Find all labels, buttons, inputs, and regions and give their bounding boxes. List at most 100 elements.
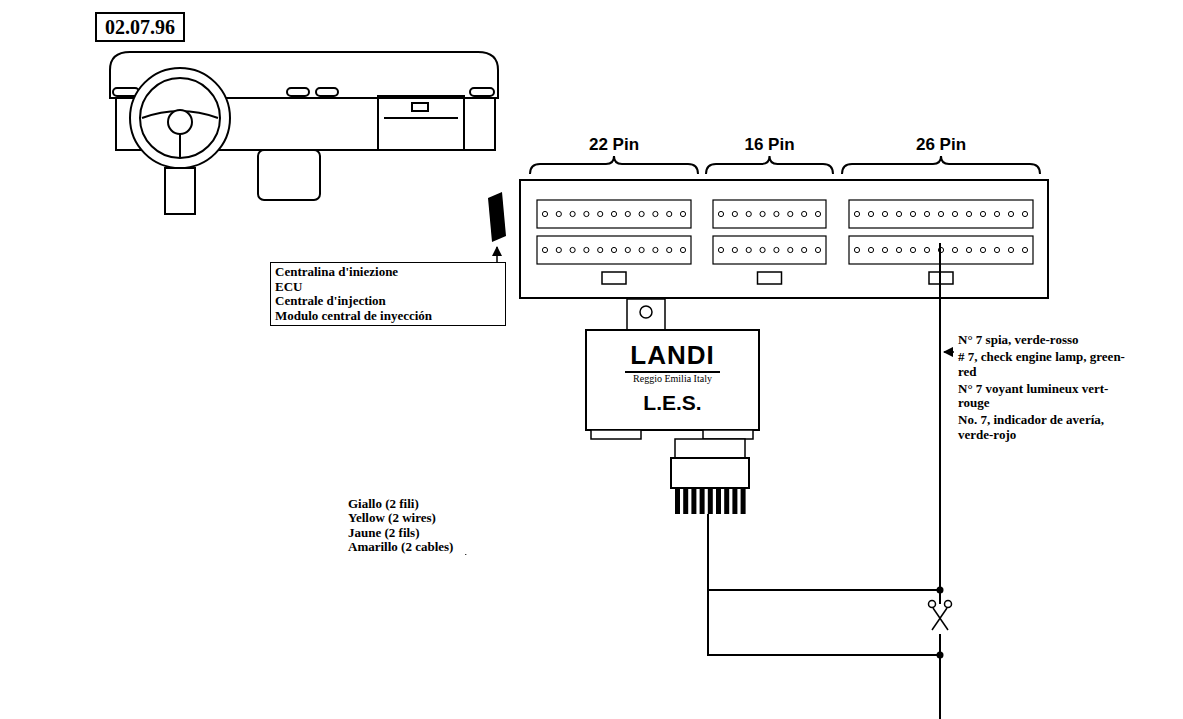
date-box: 02.07.96 <box>95 12 185 42</box>
pin <box>760 247 765 252</box>
pin-row <box>713 236 826 264</box>
brand-logo: LANDI <box>585 342 760 368</box>
pin <box>788 211 793 216</box>
latch-tab <box>602 272 626 284</box>
ecu-caption: Modulo central de inyección <box>275 309 501 324</box>
pin-row <box>713 200 826 228</box>
pin <box>611 211 616 216</box>
pin <box>584 247 589 252</box>
bracket <box>530 156 698 174</box>
pin <box>1008 211 1013 216</box>
model-name: L.E.S. <box>585 392 760 413</box>
pin <box>667 247 672 252</box>
connector-housing <box>520 180 1048 298</box>
pin-count: 26 Pin <box>842 136 1040 153</box>
pin-count: 16 Pin <box>706 136 833 153</box>
bracket <box>706 156 833 174</box>
pin-block: 26 Pin <box>842 192 1040 272</box>
pin <box>653 247 658 252</box>
pin <box>815 247 820 252</box>
pin <box>980 211 985 216</box>
wire-color-note: Yellow (2 wires) <box>348 511 498 525</box>
leader-arrow <box>944 351 954 353</box>
ecu-caption: Centrale d'injection <box>275 294 501 309</box>
bracket <box>842 156 1040 174</box>
cut-symbol <box>929 601 952 631</box>
wire-note: N° 7 voyant lumineux vert-rouge <box>958 382 1128 411</box>
pin <box>994 211 999 216</box>
pin <box>938 211 943 216</box>
wire-junction <box>937 652 944 659</box>
pin <box>732 211 737 216</box>
pin <box>910 211 915 216</box>
pin <box>910 247 915 252</box>
pin <box>854 211 859 216</box>
pin <box>542 247 547 252</box>
wire-color-note: Giallo (2 fili) <box>348 497 498 511</box>
pin-count: 22 Pin <box>530 136 698 153</box>
pin <box>639 211 644 216</box>
dashboard-illustration <box>110 52 498 214</box>
pin-row <box>537 200 691 228</box>
pin <box>667 211 672 216</box>
ecu-caption: ECU <box>275 280 501 295</box>
label-group: N° 7 spia, verde-rosso# 7, check engine … <box>958 333 1128 445</box>
pin <box>718 211 723 216</box>
pin <box>542 211 547 216</box>
connector-pins <box>537 200 1033 284</box>
latch-tab <box>758 272 782 284</box>
ecu-label-box: Centralina d'iniezioneECUCentrale d'inje… <box>270 262 506 326</box>
pin <box>924 247 929 252</box>
label-group: Giallo (2 fili)Yellow (2 wires)Jaune (2 … <box>348 497 498 554</box>
pin <box>556 247 561 252</box>
pin <box>680 247 685 252</box>
pin <box>611 247 616 252</box>
pin <box>924 211 929 216</box>
pin <box>896 211 901 216</box>
pin <box>570 211 575 216</box>
pin <box>788 247 793 252</box>
pin <box>868 247 873 252</box>
pin <box>980 247 985 252</box>
pin <box>598 247 603 252</box>
pin <box>570 247 575 252</box>
date-stamp: 02.07.96 <box>105 16 175 38</box>
pin <box>746 211 751 216</box>
wire-note: No. 7, indicador de avería, verde-rojo <box>958 413 1128 442</box>
pin-brackets <box>530 156 1040 174</box>
pin <box>718 247 723 252</box>
pin <box>653 211 658 216</box>
pin <box>1008 247 1013 252</box>
pin <box>994 247 999 252</box>
pin <box>625 211 630 216</box>
pin <box>882 247 887 252</box>
pin <box>882 211 887 216</box>
pin-row <box>537 236 691 264</box>
wire-note: # 7, check engine lamp, green-red <box>958 350 1128 379</box>
pin <box>952 211 957 216</box>
wire-color-note: Amarillo (2 cables) <box>348 540 498 554</box>
pin <box>966 211 971 216</box>
pin <box>815 211 820 216</box>
pin <box>952 247 957 252</box>
pin <box>556 211 561 216</box>
pin <box>854 247 859 252</box>
ecu-caption: Centralina d'iniezione <box>275 265 501 280</box>
pin <box>802 247 807 252</box>
pin <box>680 211 685 216</box>
pin <box>598 211 603 216</box>
pin <box>868 211 873 216</box>
brand-address: Reggio Emilia Italy <box>585 374 760 384</box>
pin <box>760 211 765 216</box>
les-module: LANDI Reggio Emilia ItalyL.E.S. <box>585 298 760 520</box>
pin <box>966 247 971 252</box>
pin <box>732 247 737 252</box>
pin <box>625 247 630 252</box>
pin <box>774 247 779 252</box>
pin <box>746 247 751 252</box>
leader-arrow <box>496 247 498 262</box>
pin-block: 16 Pin <box>706 192 833 272</box>
ecu-unit <box>488 192 506 242</box>
pin-block: 22 Pin <box>530 192 698 272</box>
pin <box>1022 211 1027 216</box>
